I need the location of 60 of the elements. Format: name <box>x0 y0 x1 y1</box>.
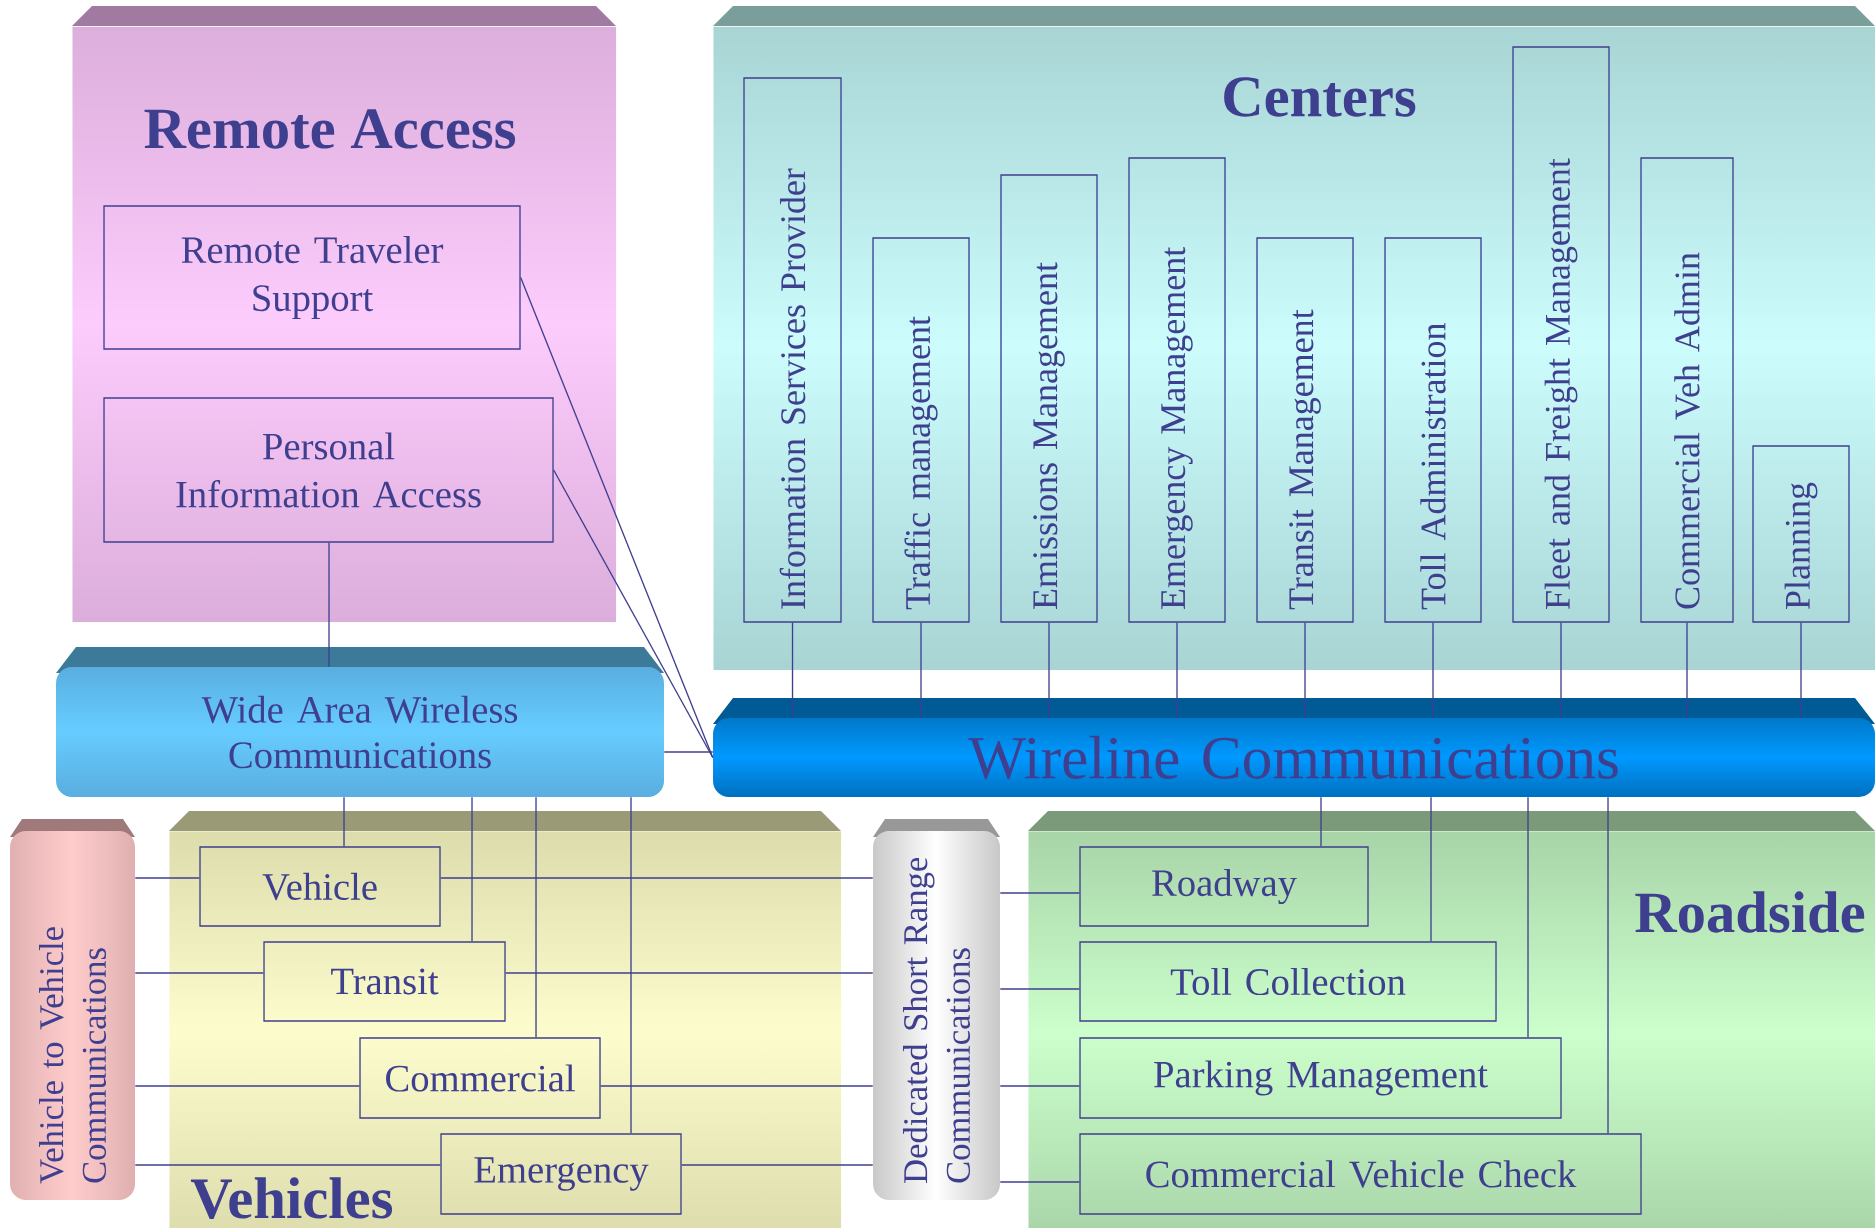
connector-line <box>1560 622 1562 719</box>
function-box: Commercial Vehicle Check <box>1079 1133 1642 1215</box>
connector-line <box>505 972 874 974</box>
panel-title: Roadside <box>1635 891 1865 933</box>
connector-line <box>1800 622 1802 719</box>
connector-line <box>663 751 714 753</box>
center-box: Planning <box>1752 445 1850 623</box>
connector-line <box>440 877 874 879</box>
connector-line <box>1432 622 1434 719</box>
connector-line <box>1320 796 1322 847</box>
connector-line <box>681 1164 874 1166</box>
connector-line <box>328 542 330 668</box>
connector-line <box>791 622 794 719</box>
function-box: Remote Traveler Support <box>103 205 521 350</box>
connector-line <box>1048 622 1050 719</box>
connector-line <box>600 1085 874 1087</box>
connector-line <box>1304 622 1306 719</box>
function-box: Toll Collection <box>1079 941 1497 1022</box>
communications-bar: Dedicated Short Range Communications <box>873 819 1000 1200</box>
connector-line <box>134 972 264 974</box>
communications-bar: Vehicle to Vehicle Communications <box>10 819 135 1200</box>
connector-line <box>343 796 345 847</box>
center-box: Transit Management <box>1256 237 1354 623</box>
connector-line <box>471 796 473 942</box>
connector-line <box>999 988 1080 990</box>
connector-line <box>999 1085 1080 1087</box>
function-box: Transit <box>263 941 506 1022</box>
function-box: Emergency <box>440 1133 682 1215</box>
panel-title: Remote Access <box>144 109 516 149</box>
connector-line <box>134 877 200 879</box>
panel-title: Centers <box>1224 77 1416 117</box>
center-box: Emergency Management <box>1128 157 1226 623</box>
function-box: Roadway <box>1079 846 1369 927</box>
connector-line <box>1176 622 1178 719</box>
center-box: Commercial Veh Admin <box>1640 157 1734 623</box>
function-box: Commercial <box>359 1037 601 1119</box>
connector-line <box>920 622 922 719</box>
connector-line <box>134 1085 360 1087</box>
function-box: Personal Information Access <box>103 397 554 543</box>
center-box: Fleet and Freight Management <box>1512 46 1610 623</box>
connector-line <box>134 1164 441 1166</box>
center-box: Information Services Provider <box>743 77 842 623</box>
connector-line <box>535 796 537 1038</box>
communications-bar: Wide Area Wireless Communications <box>56 647 664 797</box>
connector-line <box>1430 796 1432 942</box>
function-box: Parking Management <box>1079 1037 1562 1119</box>
center-box: Emissions Management <box>1000 174 1098 623</box>
communications-bar: Wireline Communications <box>713 698 1875 797</box>
connector-line <box>1686 622 1688 719</box>
center-box: Toll Administration <box>1384 237 1482 623</box>
connector-line <box>999 892 1080 894</box>
connector-line <box>1527 796 1529 1038</box>
center-box: Traffic management <box>872 237 970 623</box>
connector-line <box>999 1181 1080 1183</box>
function-box: Vehicle <box>199 846 441 927</box>
panel-title: Vehicles <box>190 1177 393 1219</box>
connector-line <box>1607 796 1609 1134</box>
connector-line <box>520 276 714 759</box>
connector-line <box>553 469 714 759</box>
connector-line <box>630 796 632 1134</box>
